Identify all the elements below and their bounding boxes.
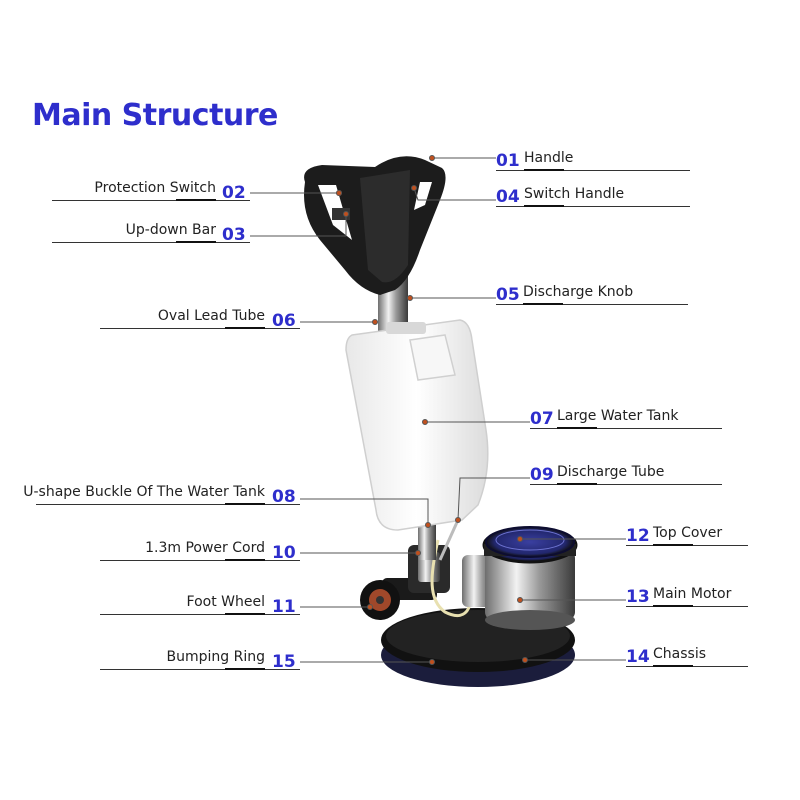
part-06-label: Oval Lead Tube [157, 308, 265, 324]
part-10-marker-dot [415, 550, 421, 556]
part-07-label: Large Water Tank [557, 408, 679, 424]
part-12-marker-dot [517, 536, 523, 542]
part-07-marker-dot [422, 419, 428, 425]
part-01-underline [496, 169, 690, 171]
switch-handle-shape [360, 170, 410, 283]
part-09-marker-dot [455, 517, 461, 523]
part-13-underline [626, 605, 748, 607]
part-09-label: Discharge Tube [557, 464, 665, 480]
part-04-underline [496, 205, 690, 207]
main-motor-shape [485, 550, 575, 620]
part-03-number: 03 [222, 225, 246, 245]
part-02-number: 02 [222, 183, 246, 203]
part-03-label: Up-down Bar [125, 222, 216, 238]
part-11-number: 11 [272, 597, 296, 617]
part-04-number: 04 [496, 187, 520, 207]
part-10-underline [100, 559, 300, 561]
part-08-marker-dot [425, 522, 431, 528]
part-07-underline [530, 427, 722, 429]
part-04-label: Switch Handle [524, 186, 625, 202]
part-04-leader-line [413, 187, 496, 201]
part-14-label: Chassis [653, 646, 706, 662]
part-09-leader-line [457, 477, 530, 521]
part-13-number: 13 [626, 587, 650, 607]
part-14-number: 14 [626, 647, 650, 667]
part-10-number: 10 [272, 543, 296, 563]
part-11-underline [100, 613, 300, 615]
part-09-underline [530, 483, 722, 485]
part-07-number: 07 [530, 409, 554, 429]
part-03-underline [52, 241, 250, 243]
part-12-number: 12 [626, 526, 650, 546]
part-11-label: Foot Wheel [186, 594, 265, 610]
part-15-underline [100, 668, 300, 670]
part-11-marker-dot [367, 604, 373, 610]
part-01-number: 01 [496, 151, 520, 171]
part-05-label: Discharge Knob [523, 284, 634, 300]
part-10-label: 1.3m Power Cord [145, 540, 265, 556]
part-12-label: Top Cover [653, 525, 723, 541]
part-08-label: U-shape Buckle Of The Water Tank [23, 484, 265, 500]
part-08-underline [36, 503, 300, 505]
part-15-marker-dot [429, 659, 435, 665]
part-04-marker-dot [411, 185, 417, 191]
part-05-number: 05 [496, 285, 520, 305]
part-06-marker-dot [372, 319, 378, 325]
part-06-number: 06 [272, 311, 296, 331]
page-title: Main Structure [32, 98, 278, 133]
part-02-label: Protection Switch [94, 180, 216, 196]
part-13-label: Main Motor [653, 586, 732, 602]
part-15-number: 15 [272, 652, 296, 672]
part-12-underline [626, 544, 748, 546]
part-03-marker-dot [343, 211, 349, 217]
part-08-number: 08 [272, 487, 296, 507]
part-05-underline [496, 303, 688, 305]
part-01-label: Handle [524, 150, 574, 166]
part-15-label: Bumping Ring [166, 649, 265, 665]
part-02-marker-dot [336, 190, 342, 196]
part-14-marker-dot [522, 657, 528, 663]
part-14-underline [626, 665, 748, 667]
part-08-leader-line [300, 498, 429, 525]
part-09-number: 09 [530, 465, 554, 485]
part-02-underline [52, 199, 250, 201]
part-06-underline [100, 327, 300, 329]
part-05-marker-dot [407, 295, 413, 301]
part-13-marker-dot [517, 597, 523, 603]
part-01-marker-dot [429, 155, 435, 161]
part-03-leader-line [250, 214, 347, 237]
